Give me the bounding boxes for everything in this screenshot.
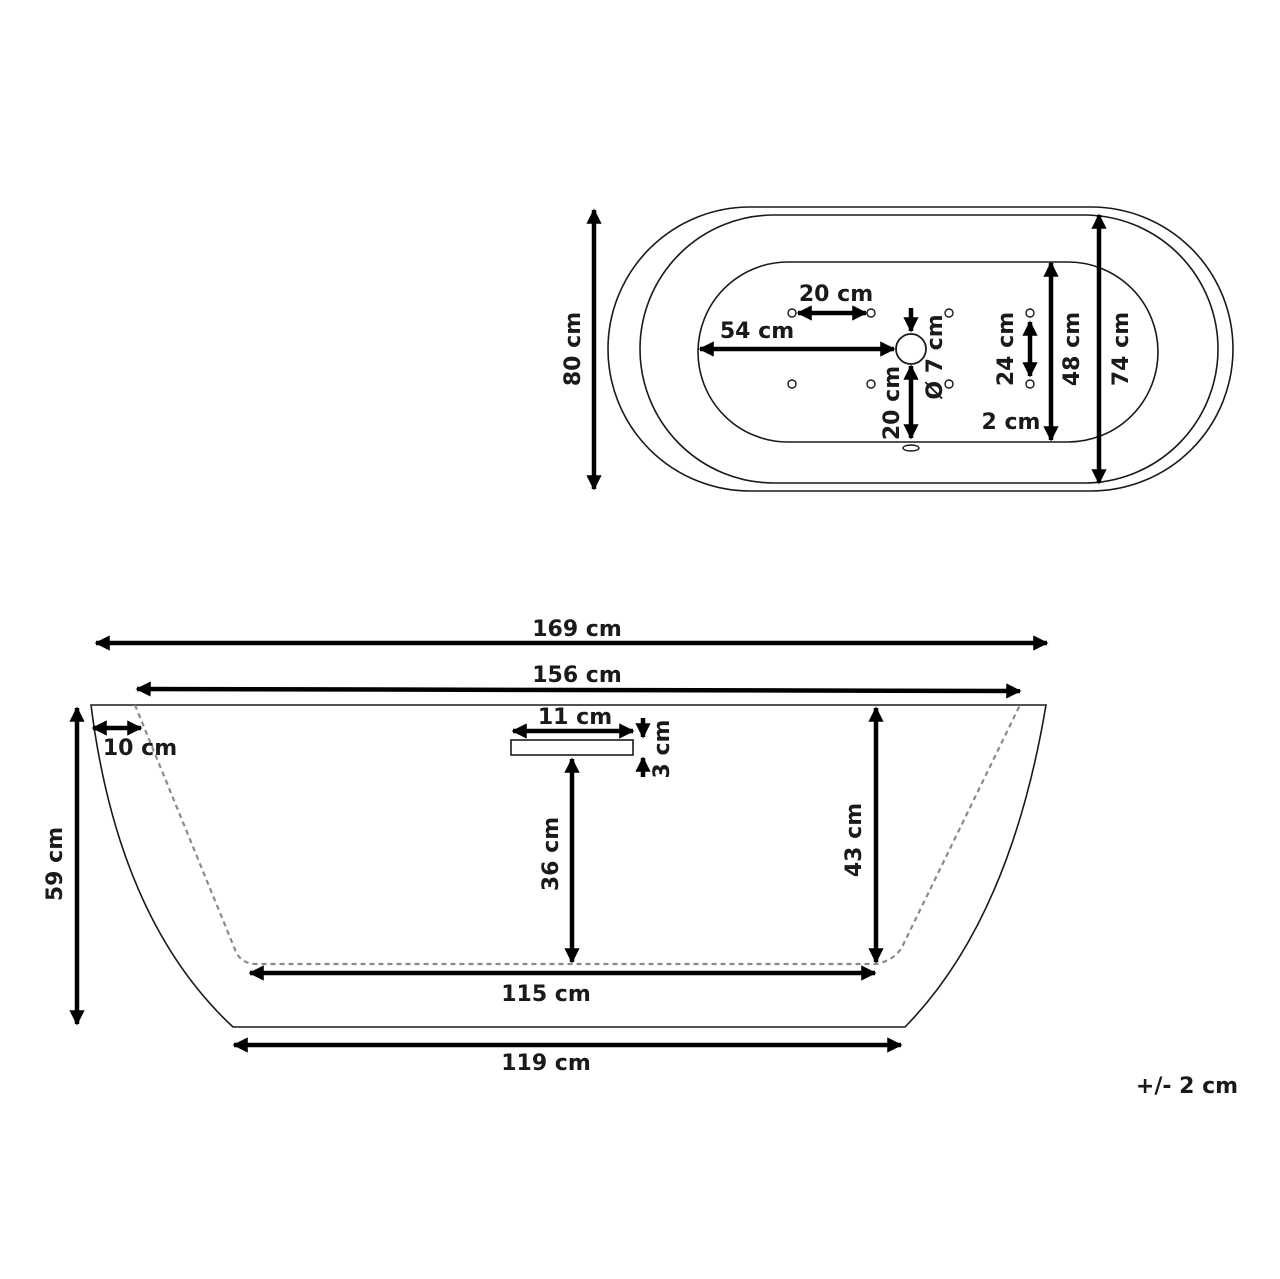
- jet-hole: [1025, 379, 1035, 389]
- label-80cm: 80 cm: [561, 312, 586, 386]
- label-43cm: 43 cm: [842, 803, 867, 877]
- overflow-slot: [902, 444, 920, 452]
- label-11cm: 11 cm: [538, 705, 612, 730]
- label-48cm: 48 cm: [1060, 312, 1085, 386]
- label-24cm: 24 cm: [994, 312, 1019, 386]
- tub-inner-rim: [639, 214, 1219, 484]
- drain-hole: [895, 333, 927, 365]
- label-115cm: 115 cm: [501, 982, 591, 1007]
- label-74cm: 74 cm: [1109, 312, 1134, 386]
- label-3cm: 3 cm: [650, 720, 675, 779]
- label-20cm-horizontal: 20 cm: [799, 282, 873, 307]
- tub-outer-rim: [607, 206, 1234, 492]
- tub-side-outline: [90, 704, 1047, 1028]
- tub-basin-floor: [697, 261, 1159, 443]
- label-54cm: 54 cm: [720, 319, 794, 344]
- label-2cm: 2 cm: [982, 410, 1041, 435]
- label-59cm: 59 cm: [43, 827, 68, 901]
- label-169cm: 169 cm: [532, 617, 622, 642]
- jet-hole: [944, 308, 954, 318]
- label-drain-diameter: Ø 7 cm: [923, 314, 948, 399]
- overflow-outlet: [510, 739, 634, 756]
- jet-hole: [866, 308, 876, 318]
- top-view: 80 cm 74 cm 48 cm 24 cm 20 cm 54 cm Ø 7 …: [561, 206, 1234, 492]
- jet-hole: [787, 379, 797, 389]
- label-10cm: 10 cm: [103, 736, 177, 761]
- jet-hole: [787, 308, 797, 318]
- label-119cm: 119 cm: [501, 1051, 591, 1076]
- jet-hole: [866, 379, 876, 389]
- dimension-arrow-156: [135, 681, 1022, 699]
- label-156cm: 156 cm: [532, 663, 622, 688]
- tub-interior-profile: [133, 704, 1021, 966]
- jet-hole: [1025, 308, 1035, 318]
- label-20cm-vertical: 20 cm: [880, 366, 905, 440]
- jet-hole: [944, 379, 954, 389]
- label-36cm: 36 cm: [539, 817, 564, 891]
- side-view: 169 cm 156 cm 11 cm 3 cm 10 cm 59 cm 36 …: [43, 617, 1049, 1076]
- tolerance-note: +/- 2 cm: [1136, 1074, 1238, 1099]
